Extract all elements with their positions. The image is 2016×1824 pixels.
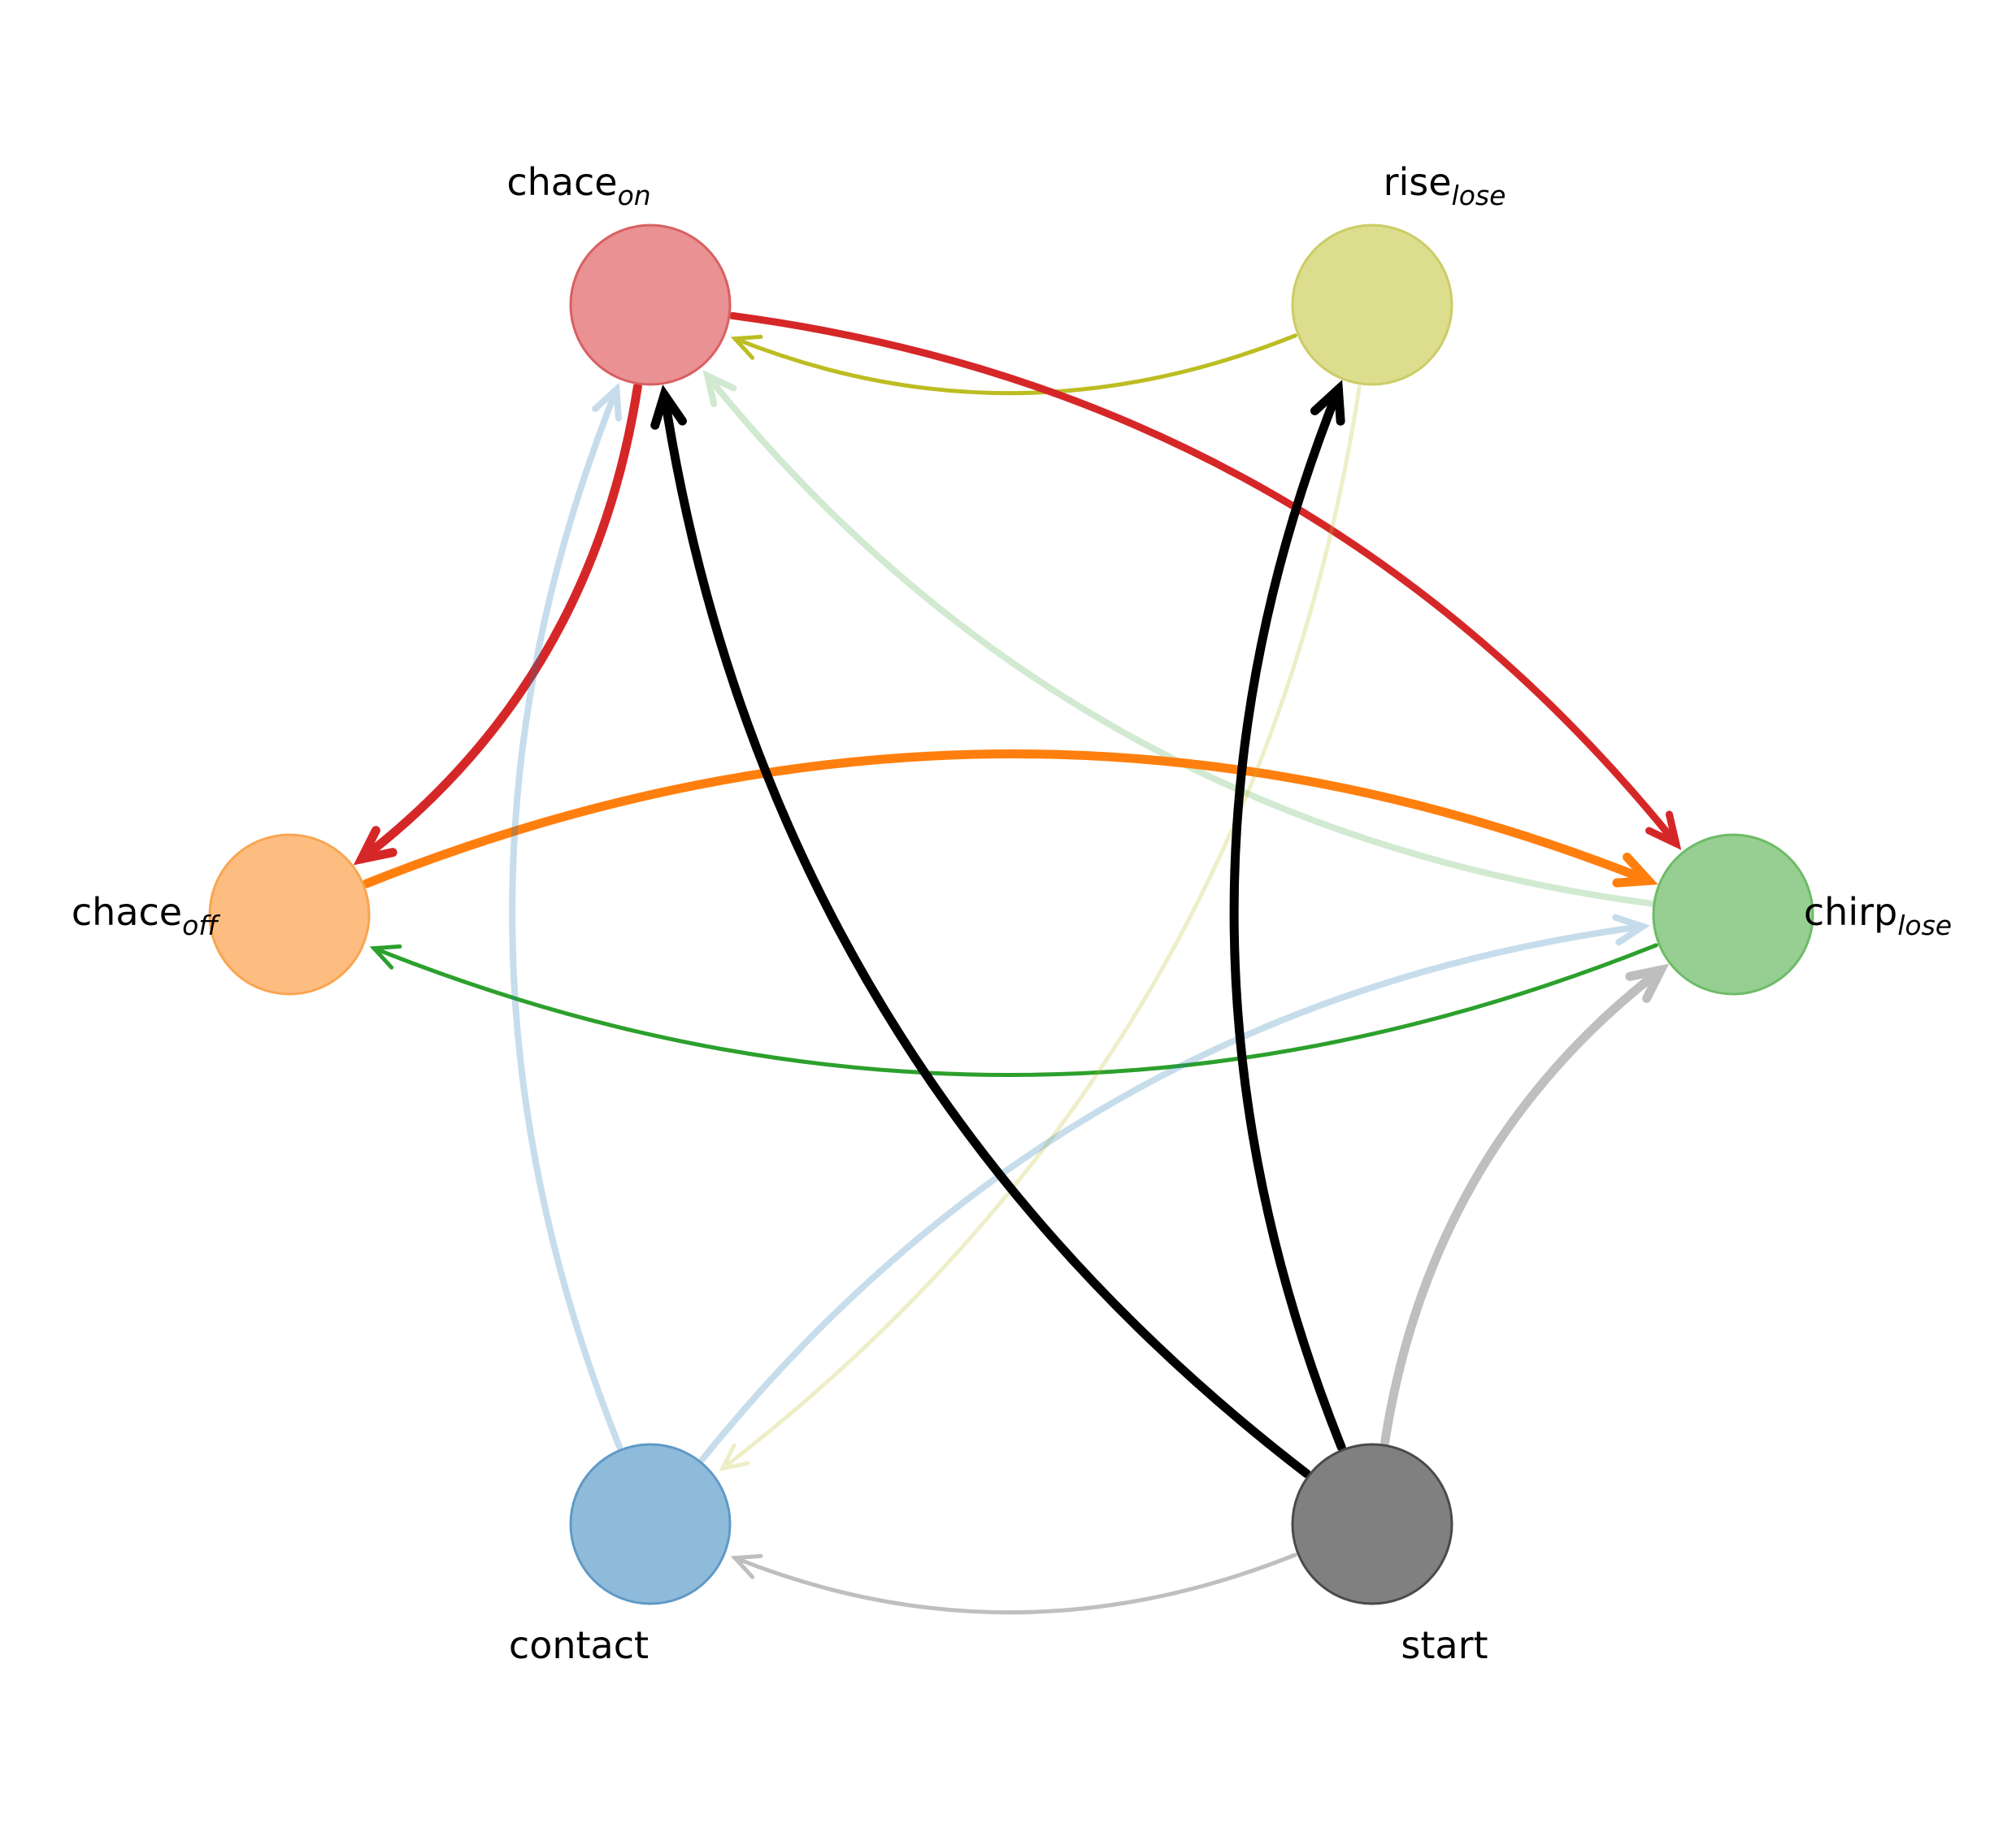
node-label-subscript: on: [618, 180, 651, 211]
edge-line: [698, 923, 1646, 1463]
arrowhead-icon: [730, 334, 763, 360]
edge-line: [362, 749, 1653, 888]
edge-line: [659, 390, 1311, 1479]
edge-line: [357, 382, 642, 864]
node-contact: [569, 1443, 732, 1605]
node-label-subscript: lose: [1897, 910, 1952, 941]
edge-contact-to-chace_on: [509, 382, 623, 1451]
node-chace-off: [208, 833, 371, 996]
arrowhead-icon: [1645, 810, 1682, 850]
edge-chirp_lose-to-chace_off: [369, 943, 1658, 1077]
arrowhead-icon: [1625, 963, 1670, 1003]
node-chirp-lose: [1652, 833, 1814, 996]
edge-start-to-chirp_lose: [1380, 963, 1670, 1447]
arrowhead-icon: [650, 384, 687, 430]
node-label-text: rise: [1384, 160, 1452, 204]
node-label-chace-off: chaceoff: [72, 890, 220, 941]
arrowhead-icon: [1612, 852, 1658, 888]
arrowhead-icon: [730, 1553, 763, 1579]
edge-line: [720, 384, 1362, 1471]
node-rise-lose: [1291, 224, 1453, 386]
edge-chace_off-to-chirp_lose: [362, 749, 1658, 888]
edge-rise_lose-to-contact: [719, 384, 1362, 1472]
node-label-contact: contact: [509, 1623, 649, 1667]
node-label-text: start: [1401, 1623, 1488, 1667]
arrowhead-icon: [702, 370, 737, 407]
edge-start-to-contact: [730, 1553, 1297, 1615]
arrowhead-icon: [592, 382, 622, 422]
node-chace-on: [569, 224, 732, 386]
edge-start-to-chace_on: [650, 384, 1311, 1479]
edge-line: [1380, 965, 1666, 1447]
edge-line: [704, 372, 1654, 907]
edge-line: [732, 333, 1297, 396]
node-label-chirp-lose: chirplose: [1804, 890, 1952, 941]
node-label-subscript: off: [182, 910, 220, 941]
edge-line: [732, 1553, 1297, 1615]
edge-line: [1229, 384, 1346, 1452]
node-label-chace-on: chaceon: [506, 160, 650, 211]
arrowhead-icon: [719, 1443, 750, 1472]
edge-rise_lose-to-chace_on: [730, 333, 1297, 396]
edge-chirp_lose-to-chace_on: [702, 370, 1654, 907]
edge-chace_on-to-chirp_lose: [728, 311, 1682, 850]
node-label-text: chace: [72, 890, 182, 934]
node-label-text: chace: [506, 160, 617, 204]
arrowhead-icon: [369, 944, 402, 970]
edge-start-to-rise_lose: [1229, 380, 1346, 1452]
edge-line: [728, 311, 1680, 848]
arrowhead-icon: [1310, 380, 1345, 426]
node-label-start: start: [1401, 1623, 1488, 1667]
node-label-text: chirp: [1804, 890, 1897, 934]
edge-line: [509, 385, 623, 1451]
edge-line: [371, 943, 1658, 1077]
node-start: [1291, 1443, 1453, 1605]
edge-chace_on-to-chace_off: [353, 382, 642, 866]
nodes-layer: [208, 224, 1814, 1605]
node-label-subscript: lose: [1452, 180, 1506, 211]
node-label-rise-lose: riselose: [1384, 160, 1506, 211]
edge-contact-to-chirp_lose: [698, 914, 1651, 1463]
node-label-text: contact: [509, 1623, 649, 1667]
arrowhead-icon: [353, 826, 398, 866]
edges-layer: [353, 311, 1682, 1615]
arrowhead-icon: [1612, 914, 1651, 946]
